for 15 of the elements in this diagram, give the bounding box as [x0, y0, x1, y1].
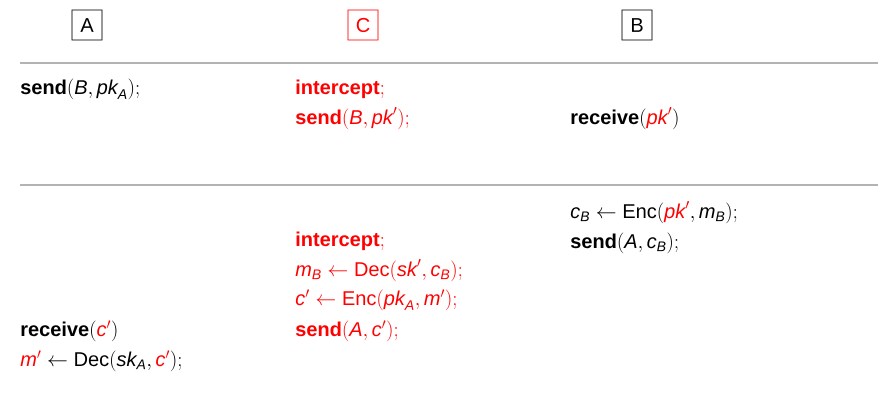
- party-box: A: [72, 10, 102, 40]
- protocol-step: $\textcolor{red}{\textit{m}'} \leftarrow \text{Dec}(\textit{sk}_{\textit{A}}, \textcolor{red}{\textit{c}'});$: [20, 350, 181, 372]
- protocol-step: $\textbf{send}(\textit{A}, \textit{c}_{\textit{B}});$: [570, 232, 678, 254]
- protocol-step: $\textbf{intercept};$: [296, 232, 384, 250]
- party-box: B: [622, 10, 652, 40]
- protocol-step: $\textit{c}_{\textit{B}} \leftarrow \text{Enc}(\textcolor{red}{\textit{pk}'}, \textit{m}_{\textit{B}});$: [570, 201, 736, 224]
- party-box: C: [348, 10, 378, 40]
- protocol-step: $\textit{c}' \leftarrow \text{Enc}(\textit{pk}_{\textit{A}}, \textit{m}');$: [296, 289, 456, 310]
- protocol-step: $\textit{m}_{\textit{B}} \leftarrow \text{Dec}(\textit{sk}', \textit{c}_{\textit{B}});$: [296, 259, 462, 282]
- protocol-step: $\textbf{send}(\textit{A}, \textit{c}');$: [296, 320, 397, 342]
- protocol-step: $\textbf{receive}(\textcolor{red}{\textit{pk}'})$: [572, 107, 678, 130]
- protocol-step: $\textbf{receive}(\textcolor{red}{\textit{c}'})$: [22, 320, 116, 342]
- protocol-step: $\textbf{intercept};$: [296, 80, 384, 98]
- protocol-step: $\textbf{send}(\textit{B}, \textit{pk}');$: [296, 107, 408, 130]
- protocol-step: $\textbf{send}(\textit{B}, \textit{pk}_{\textit{A}});$: [20, 78, 138, 100]
